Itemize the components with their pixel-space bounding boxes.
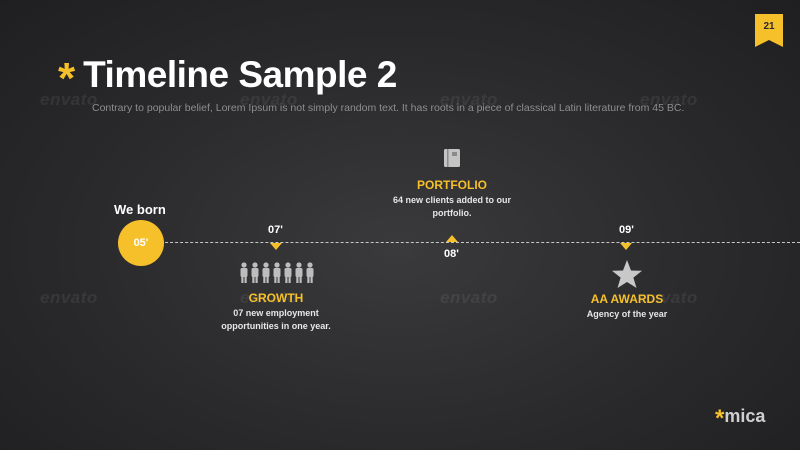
watermark: envato: [640, 90, 698, 109]
event-year: 08': [444, 248, 459, 260]
page-number-badge: 21: [755, 14, 783, 47]
watermark: envato: [240, 90, 298, 109]
down-marker-icon: [270, 243, 282, 250]
watermark: envato: [240, 288, 298, 307]
brand-logo: *mica: [715, 405, 765, 433]
brand-name: mica: [724, 406, 766, 426]
title-asterisk-icon: *: [58, 54, 76, 103]
people-icon: [240, 262, 314, 283]
star-icon: [612, 260, 642, 288]
event-year: 09': [619, 224, 634, 236]
watermark: envato: [40, 90, 98, 109]
event-description: Agency of the year: [586, 309, 668, 319]
event-heading: PORTFOLIO: [417, 178, 487, 192]
watermark: envato: [640, 288, 698, 307]
event-description: 07 new employment opportunities in one y…: [221, 308, 331, 331]
up-marker-icon: [446, 235, 458, 242]
page-title: Timeline Sample 2: [83, 54, 397, 95]
timeline-start-year: 05': [133, 237, 149, 249]
watermark: envato: [440, 90, 498, 109]
event-heading: GROWTH: [248, 291, 304, 305]
brand-asterisk-icon: *: [715, 405, 725, 432]
event-description: 64 new clients added to our portfolio.: [392, 195, 512, 218]
title-row: * Timeline Sample 2: [58, 50, 397, 103]
event-year: 07': [268, 224, 283, 236]
down-marker-icon: [620, 243, 632, 250]
timeline-start-label: We born: [114, 202, 166, 217]
event-heading: AA AWARDS: [590, 292, 664, 306]
book-icon: [444, 149, 460, 167]
timeline-start-circle: 05': [118, 220, 164, 266]
page-subtitle: Contrary to popular belief, Lorem Ipsum …: [92, 102, 685, 114]
watermark: envato: [440, 288, 498, 307]
timeline-line: [150, 242, 800, 243]
watermark: envato: [40, 288, 98, 307]
